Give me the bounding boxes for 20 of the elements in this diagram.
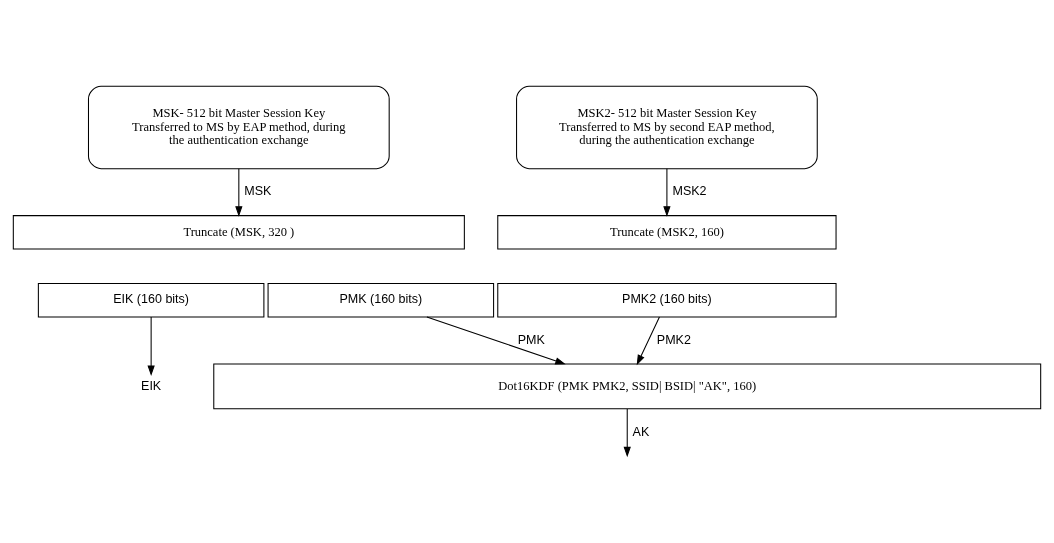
node-text: EIK [141,378,162,393]
edge-label: PMK [517,332,545,347]
arrow [147,316,155,376]
arrow [426,316,566,365]
node-box: Dot16KDF (PMK PMK2, SSID| BSID| "AK", 160) [213,363,1042,410]
node-box: MSK- 512 bit Master Session Key Transferred to MS by EAP method, during the authentication exchange [87,85,390,170]
arrow [663,168,671,217]
edge-label: MSK [244,184,272,199]
arrow [235,168,243,217]
edge-label: MSK2 [672,184,707,199]
arrow [623,408,631,458]
node-box: PMK (160 bits) [267,283,495,318]
node-box: MSK2- 512 bit Master Session Key Transferred to MS by second EAP method, during the authentication exchange [516,85,818,170]
edge-label: PMK2 [656,332,691,347]
node-box: EIK (160 bits) [37,283,265,318]
edge-label: AK [632,424,650,439]
node-box: Truncate (MSK2, 160) [497,215,837,250]
arrow [636,316,660,366]
node-box: Truncate (MSK, 320 ) [12,215,465,250]
node-box: PMK2 (160 bits) [497,283,837,318]
